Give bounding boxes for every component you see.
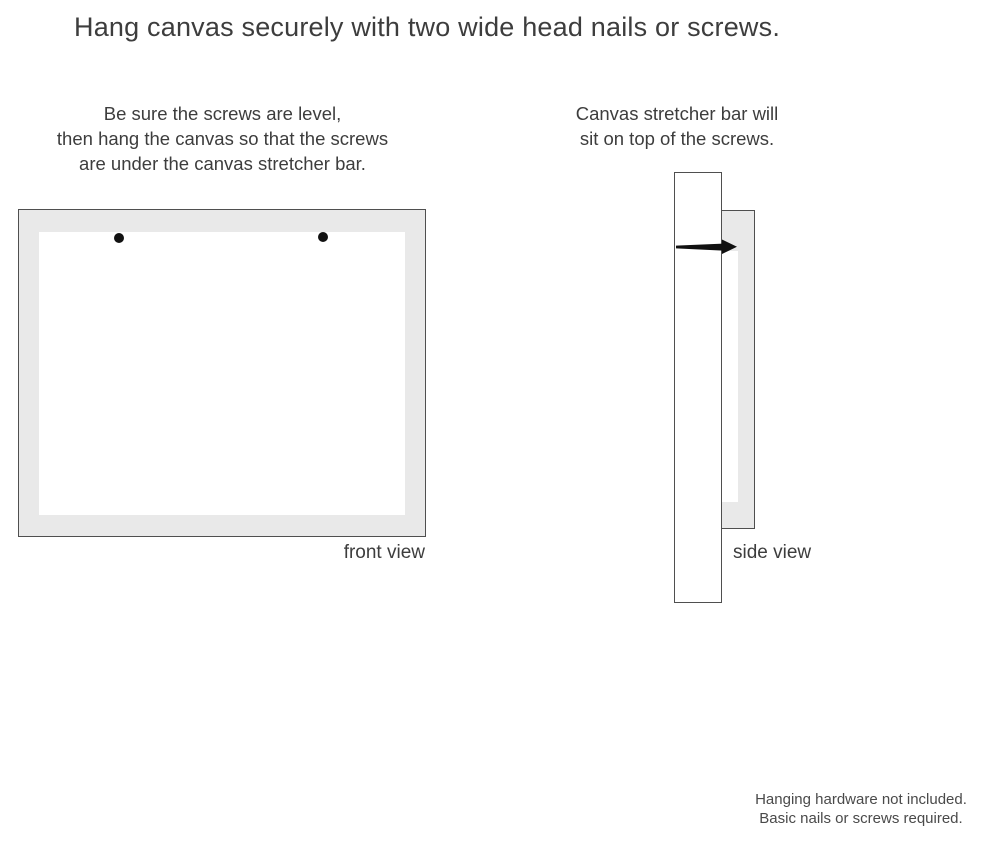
canvas-side-inner-face [722, 251, 738, 502]
instruction-line: Canvas stretcher bar will [575, 103, 779, 124]
front-view-instructions: Be sure the screws are level, then hang … [20, 101, 425, 176]
wall-stretcher-bar [674, 172, 722, 603]
note-line: Basic nails or screws required. [759, 810, 963, 827]
screw-dot-right-icon [318, 232, 328, 242]
canvas-side-profile [721, 210, 755, 529]
front-view-label: front view [343, 542, 425, 563]
instruction-line: then hang the canvas so that the screws [56, 128, 389, 149]
front-view-diagram [18, 209, 426, 537]
instruction-line: sit on top of the screws. [579, 128, 775, 149]
canvas-front-face [39, 232, 405, 515]
instruction-line: Be sure the screws are level, [103, 103, 342, 124]
instruction-line: are under the canvas stretcher bar. [79, 153, 366, 174]
page-title: Hang canvas securely with two wide head … [74, 12, 781, 42]
screw-dot-left-icon [114, 233, 124, 243]
nail-shank [676, 243, 723, 251]
nail-icon [676, 239, 737, 254]
note-line: Hanging hardware not included. [755, 791, 967, 808]
side-view-instructions: Canvas stretcher bar will sit on top of … [541, 101, 813, 151]
hardware-note: Hanging hardware not included. Basic nai… [736, 790, 986, 828]
side-view-label: side view [733, 542, 812, 563]
nail-head [722, 239, 737, 254]
